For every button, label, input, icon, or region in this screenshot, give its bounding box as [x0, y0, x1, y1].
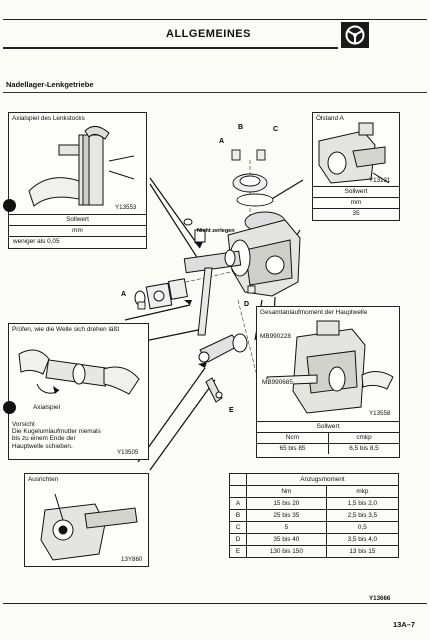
caution-title: Vorsicht [12, 421, 35, 428]
torque-table-corner [229, 473, 247, 486]
starting-torque-title: Gesamtanlaufmoment der Hauptwelle [260, 309, 368, 316]
starting-torque-figure-code: Y13558 [369, 410, 391, 417]
axial-play-label: Axialspiel [33, 404, 60, 411]
oil-level-spec-label: Sollwert [313, 186, 399, 197]
shaft-rotation-check-title: Prüfen, wie die Welle sich drehen läßt [12, 326, 120, 333]
torque-row-mkp: 13 bis 15 [325, 545, 400, 558]
table-row: A 15 bis 20 1,5 bis 2,0 [229, 497, 400, 510]
oil-level-figure [318, 122, 390, 184]
alignment-figure [40, 493, 138, 561]
starting-torque-value-ncm: 65 bis 85 [257, 443, 329, 454]
tool-mb990228: MB990228 [260, 333, 291, 340]
nicht-zerlegen-label: Nicht zerlegen [197, 228, 235, 234]
torque-row-key: D [229, 533, 247, 546]
shaft-rotation-figure-code: Y13505 [117, 449, 139, 456]
starting-torque-value-cmkp: 6,5 bis 8,5 [329, 443, 399, 454]
diagram-label-a2: A [121, 291, 126, 298]
torque-table: Anzugsmoment Nm mkp A 15 bis 20 1,5 bis … [229, 473, 400, 558]
torque-row-nm: 15 bis 20 [246, 497, 327, 510]
alignment-box: Ausrichten 13Y860 [24, 473, 149, 567]
section-title: Nadellager-Lenkgetriebe [6, 80, 94, 89]
page-title: ALLGEMEINES [166, 28, 251, 40]
torque-row-key: A [229, 497, 247, 510]
axial-play-value: weniger als 0,05 [9, 236, 146, 247]
diagram-label-a: A [219, 138, 224, 145]
axial-play-bullet-icon [3, 199, 16, 212]
diagram-label-d: D [244, 301, 249, 308]
oil-level-value: 35 [313, 208, 399, 219]
oil-level-figure-code: Y13131 [369, 177, 391, 184]
diagram-label-c: C [273, 126, 278, 133]
page-number: 13A–7 [393, 620, 416, 629]
oil-level-title: Ölstand A [316, 115, 344, 122]
axial-play-unit: mm [9, 225, 146, 236]
axial-play-title: Axialspiel des Lenkstocks [12, 115, 85, 122]
torque-table-corner-2 [229, 485, 247, 498]
torque-row-key: B [229, 509, 247, 522]
torque-row-nm: 130 bis 150 [246, 545, 327, 558]
torque-row-mkp: 2,5 bis 3,5 [325, 509, 400, 522]
torque-row-key: C [229, 521, 247, 534]
alignment-title: Ausrichten [28, 476, 59, 483]
starting-torque-box: Gesamtanlaufmoment der Hauptwelle MB9902… [256, 306, 400, 458]
torque-table-title: Anzugsmoment [246, 473, 399, 486]
axial-play-box: Axialspiel des Lenkstocks Y13553 Sollwer… [3, 112, 147, 249]
oil-level-box: Ölstand A Y13131 Sollwert mm 35 [312, 112, 400, 221]
diagram-label-b: B [238, 124, 243, 131]
starting-torque-figure [266, 320, 394, 414]
torque-row-mkp: 3,5 bis 4,0 [325, 533, 400, 546]
shaft-rotation-figure [18, 349, 140, 395]
header-rule-top [3, 19, 427, 20]
header-rule-bottom [3, 47, 338, 49]
torque-row-nm: 25 bis 35 [246, 509, 327, 522]
section-rule [3, 92, 427, 93]
torque-row-mkp: 0,5 [325, 521, 400, 534]
check-bullet-icon [3, 401, 16, 414]
table-row: E 130 bis 150 13 bis 15 [229, 545, 400, 558]
table-row: B 25 bis 35 2,5 bis 3,5 [229, 509, 400, 522]
torque-row-key: E [229, 545, 247, 558]
torque-col-mkp: mkp [325, 485, 400, 498]
starting-torque-unit-ncm: Ncm [257, 432, 329, 443]
tool-mb990685: MB990685 [262, 379, 293, 387]
page-figure-code: Y13666 [369, 595, 391, 602]
torque-row-nm: 35 bis 40 [246, 533, 327, 546]
axial-play-spec-label: Sollwert [9, 214, 146, 225]
shaft-rotation-check-box: Prüfen, wie die Welle sich drehen läßt A… [3, 323, 149, 460]
footer-rule [3, 603, 427, 604]
starting-torque-unit-cmkp: cmkp [329, 432, 399, 443]
table-row: C 5 0,5 [229, 521, 400, 534]
table-row: D 35 bis 40 3,5 bis 4,0 [229, 533, 400, 546]
axial-play-figure-code: Y13553 [115, 204, 137, 211]
oil-level-unit: mm [313, 197, 399, 208]
torque-row-mkp: 1,5 bis 2,0 [325, 497, 400, 510]
alignment-figure-code: 13Y860 [121, 556, 143, 563]
steering-wheel-logo [341, 22, 369, 48]
axial-play-figure [28, 126, 135, 207]
torque-col-nm: Nm [246, 485, 327, 498]
diagram-label-e: E [229, 407, 234, 414]
caution-text: Die Kugelumlaufmutter niemals bis zu ein… [12, 428, 101, 450]
torque-row-nm: 5 [246, 521, 327, 534]
starting-torque-spec-label: Sollwert [257, 421, 399, 432]
